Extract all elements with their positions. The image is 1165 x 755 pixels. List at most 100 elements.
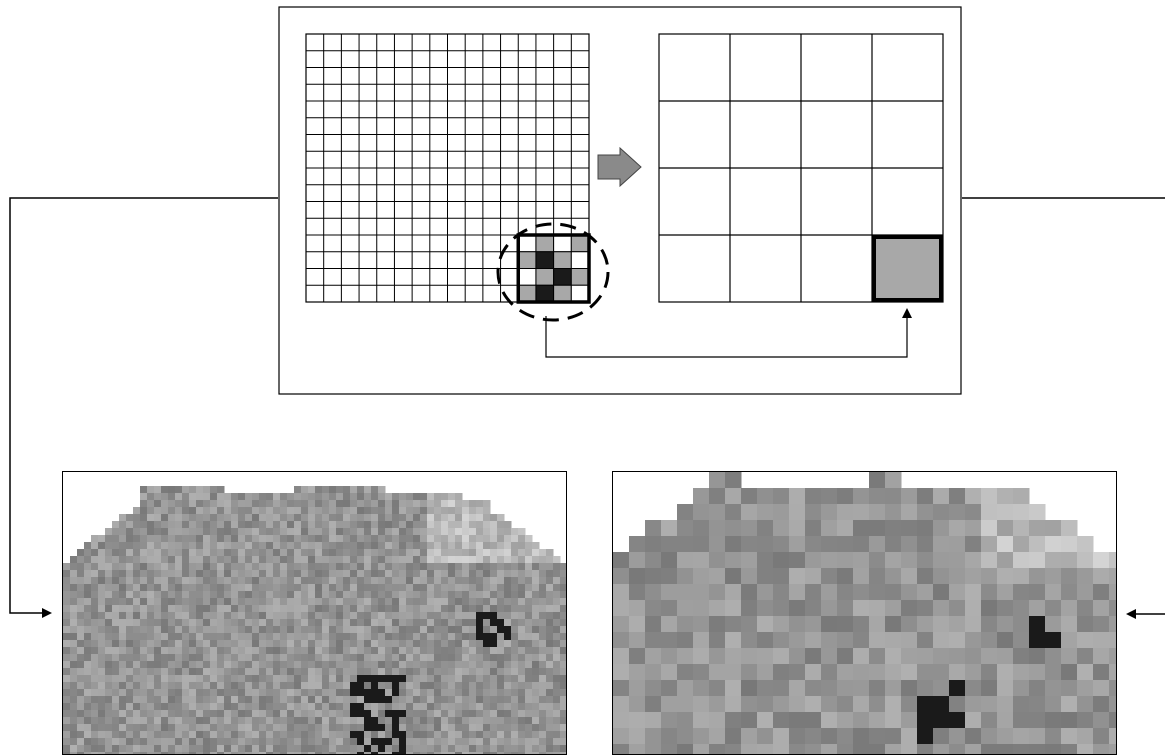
map-pixel — [525, 682, 533, 690]
map-pixel — [294, 577, 302, 585]
map-pixel — [917, 664, 934, 681]
map-pixel — [98, 570, 106, 578]
map-pixel — [217, 521, 225, 529]
map-pixel — [231, 577, 239, 585]
map-pixel — [329, 689, 337, 697]
map-pixel — [378, 710, 386, 718]
map-pixel — [885, 712, 902, 729]
map-pixel — [147, 507, 155, 515]
map-pixel — [629, 696, 646, 713]
map-pixel — [140, 710, 148, 718]
map-pixel — [413, 703, 421, 711]
map-pixel — [217, 507, 225, 515]
map-pixel — [371, 668, 379, 676]
map-pixel — [112, 745, 120, 753]
map-pixel — [133, 752, 141, 754]
map-pixel — [287, 542, 295, 550]
map-pixel — [476, 640, 484, 648]
map-pixel — [757, 632, 774, 649]
map-pixel — [189, 738, 197, 746]
map-pixel — [933, 680, 950, 697]
map-pixel — [518, 633, 526, 641]
map-pixel — [553, 654, 561, 662]
map-pixel — [217, 619, 225, 627]
map-pixel — [504, 556, 512, 564]
map-pixel — [933, 584, 950, 601]
map-pixel — [161, 549, 169, 557]
map-pixel — [399, 731, 407, 739]
map-pixel — [869, 536, 886, 553]
map-pixel — [63, 598, 71, 606]
map-pixel — [1029, 696, 1046, 713]
map-pixel — [343, 528, 351, 536]
map-pixel — [168, 710, 176, 718]
map-pixel — [182, 570, 190, 578]
map-pixel — [476, 745, 484, 753]
map-pixel — [539, 703, 547, 711]
map-pixel — [294, 570, 302, 578]
map-pixel — [203, 731, 211, 739]
map-pixel — [441, 563, 449, 571]
map-pixel — [560, 717, 566, 725]
map-pixel — [161, 535, 169, 543]
map-pixel — [483, 745, 491, 753]
map-pixel — [392, 626, 400, 634]
map-pixel — [420, 745, 428, 753]
fine-grid-block-cell — [571, 235, 589, 252]
map-pixel — [837, 664, 854, 681]
map-pixel — [490, 626, 498, 634]
map-pixel — [378, 731, 386, 739]
map-pixel — [399, 528, 407, 536]
map-pixel — [294, 486, 302, 494]
map-pixel — [483, 619, 491, 627]
map-pixel — [462, 542, 470, 550]
map-pixel — [238, 612, 246, 620]
coarse-resolution-image — [612, 471, 1117, 755]
map-pixel — [553, 605, 561, 613]
map-pixel — [77, 619, 85, 627]
map-pixel — [385, 724, 393, 732]
map-pixel — [677, 504, 694, 521]
map-pixel — [224, 521, 232, 529]
map-pixel — [504, 619, 512, 627]
fine-grid-block-cell — [554, 285, 572, 302]
map-pixel — [182, 563, 190, 571]
map-pixel — [1109, 632, 1116, 649]
map-pixel — [885, 552, 902, 569]
map-pixel — [182, 619, 190, 627]
map-pixel — [869, 648, 886, 665]
map-pixel — [280, 577, 288, 585]
map-pixel — [245, 507, 253, 515]
map-pixel — [266, 591, 274, 599]
map-pixel — [869, 664, 886, 681]
map-pixel — [497, 542, 505, 550]
map-pixel — [378, 535, 386, 543]
map-pixel — [553, 612, 561, 620]
map-pixel — [308, 626, 316, 634]
map-pixel — [203, 654, 211, 662]
map-pixel — [392, 584, 400, 592]
map-pixel — [504, 738, 512, 746]
map-pixel — [161, 556, 169, 564]
map-pixel — [168, 640, 176, 648]
map-pixel — [385, 745, 393, 753]
map-pixel — [413, 542, 421, 550]
map-pixel — [853, 504, 870, 521]
map-pixel — [511, 577, 519, 585]
map-pixel — [645, 536, 662, 553]
map-pixel — [322, 563, 330, 571]
map-pixel — [757, 680, 774, 697]
map-pixel — [357, 570, 365, 578]
map-pixel — [490, 542, 498, 550]
map-pixel — [427, 584, 435, 592]
map-pixel — [789, 648, 806, 665]
map-pixel — [280, 696, 288, 704]
map-pixel — [965, 680, 982, 697]
map-pixel — [981, 600, 998, 617]
map-pixel — [182, 605, 190, 613]
map-pixel — [661, 664, 678, 681]
map-pixel — [364, 570, 372, 578]
map-pixel — [161, 542, 169, 550]
map-pixel — [315, 703, 323, 711]
map-pixel — [196, 724, 204, 732]
